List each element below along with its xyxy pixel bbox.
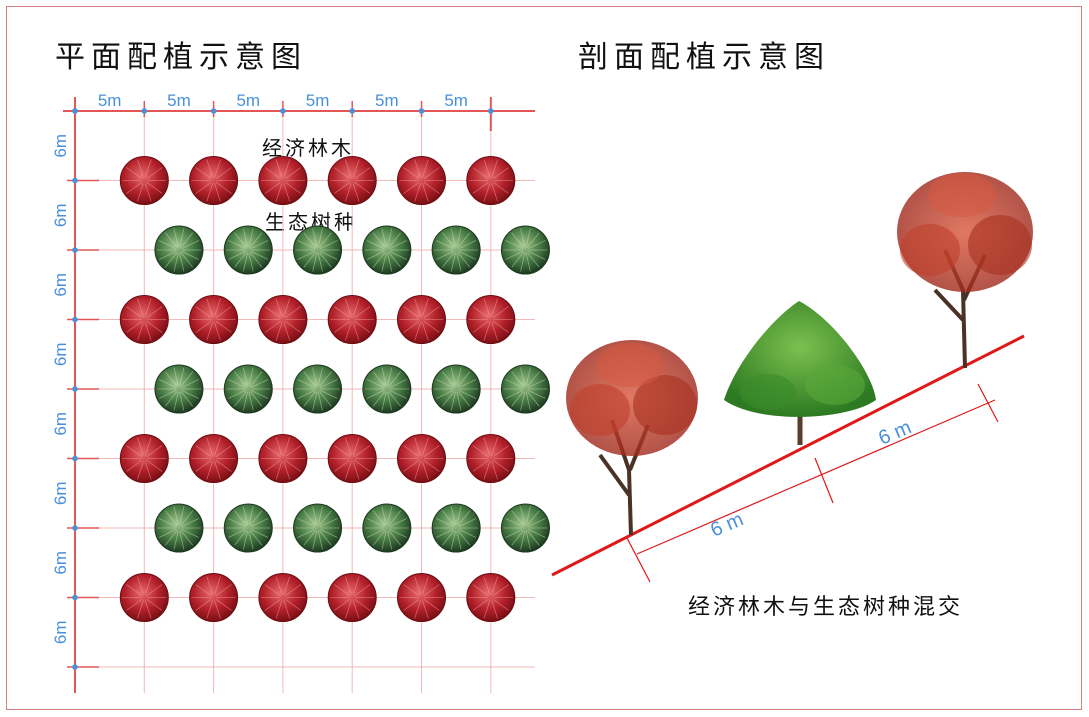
ecological-tree	[293, 225, 343, 275]
row-spacing-label: 6m	[51, 412, 70, 436]
row-spacing-label: 6m	[51, 620, 70, 644]
economic-tree	[189, 295, 239, 344]
ecological-tree	[500, 503, 550, 553]
economic-tree	[466, 295, 516, 344]
ecological-tree	[154, 225, 204, 275]
ecological-tree	[223, 364, 273, 414]
economic-tree	[258, 573, 308, 622]
economic-tree	[327, 156, 377, 205]
row-spacing-label: 6m	[51, 481, 70, 505]
plan-trees	[119, 156, 550, 622]
ecological-tree	[431, 503, 481, 553]
row-tick-dot	[72, 386, 78, 392]
economic-tree	[119, 295, 169, 344]
column-tick-dot	[418, 108, 425, 114]
row-tick-dot	[72, 525, 78, 531]
row-tick-dot	[72, 247, 78, 253]
column-tick-dot	[280, 108, 286, 114]
economic-tree	[327, 573, 377, 622]
ecological-tree	[431, 364, 481, 414]
economic-tree	[119, 573, 169, 622]
economic-tree	[397, 295, 446, 344]
economic-tree	[189, 434, 239, 483]
economic-tree	[189, 156, 239, 205]
economic-tree	[258, 156, 308, 205]
ecological-tree	[154, 503, 204, 553]
ecological-tree	[500, 364, 550, 414]
section-diagram: 6 m 6 m	[551, 172, 1033, 583]
ecological-tree	[293, 503, 343, 553]
ecological-tree	[154, 364, 204, 414]
row-tick-dot	[72, 594, 78, 601]
row-tick-dot	[72, 177, 78, 184]
economic-tree-elevation	[897, 172, 1033, 369]
section-spacing-label-2: 6 m	[875, 416, 914, 449]
economic-tree	[327, 295, 377, 344]
slope-line	[551, 334, 1025, 577]
column-spacing-label: 5m	[236, 91, 260, 110]
section-caption: 经济林木与生态树种混交	[688, 595, 964, 620]
plan-title: 平面配植示意图	[55, 40, 307, 75]
economic-tree	[327, 434, 377, 483]
economic-tree	[466, 573, 516, 622]
economic-tree	[119, 156, 169, 205]
row-tick-dot	[72, 455, 78, 462]
ecological-tree	[223, 503, 273, 553]
section-dimension	[626, 383, 999, 583]
column-tick-dot	[349, 108, 356, 114]
economic-tree	[466, 434, 516, 483]
row-tick-dot	[72, 664, 78, 670]
economic-tree-elevation	[566, 340, 698, 536]
ecological-tree	[362, 225, 412, 275]
column-tick-dot	[210, 108, 217, 114]
column-spacing-label: 5m	[167, 91, 191, 110]
ecological-tree	[223, 225, 273, 275]
diagram-frame	[6, 6, 1082, 710]
economic-tree	[397, 573, 446, 622]
economic-tree	[189, 573, 239, 622]
row-spacing-label: 6m	[51, 134, 70, 158]
plan-dimension-labels: 5m 5m 5m 5m 5m 5m 6m 6m 6m 6m 6m 6m 6m 6m	[51, 91, 468, 644]
economic-tree	[397, 434, 446, 483]
section-spacing-label-1: 6 m	[707, 508, 746, 541]
ecological-tree	[293, 364, 343, 414]
ecological-tree	[431, 225, 481, 275]
row-tick-dot	[72, 108, 78, 114]
ecological-tree	[500, 225, 550, 275]
ecological-tree	[362, 364, 412, 414]
column-spacing-label: 5m	[306, 91, 330, 110]
column-spacing-label: 5m	[375, 91, 399, 110]
ecological-tree-elevation	[724, 301, 876, 445]
economic-row-label: 经济林木	[262, 136, 354, 160]
ecological-tree	[362, 503, 412, 553]
economic-tree	[119, 434, 169, 483]
row-tick-dot	[72, 316, 78, 323]
column-spacing-label: 5m	[444, 91, 468, 110]
row-spacing-label: 6m	[51, 273, 70, 297]
row-spacing-label: 6m	[51, 342, 70, 366]
column-tick-dot	[488, 108, 494, 114]
column-tick-dot	[141, 108, 148, 114]
section-title: 剖面配植示意图	[578, 40, 830, 75]
row-spacing-label: 6m	[51, 551, 70, 575]
economic-tree	[258, 434, 308, 483]
column-spacing-label: 5m	[98, 91, 122, 110]
economic-tree	[397, 156, 446, 205]
economic-tree	[466, 156, 516, 205]
economic-tree	[258, 295, 308, 344]
row-spacing-label: 6m	[51, 203, 70, 227]
